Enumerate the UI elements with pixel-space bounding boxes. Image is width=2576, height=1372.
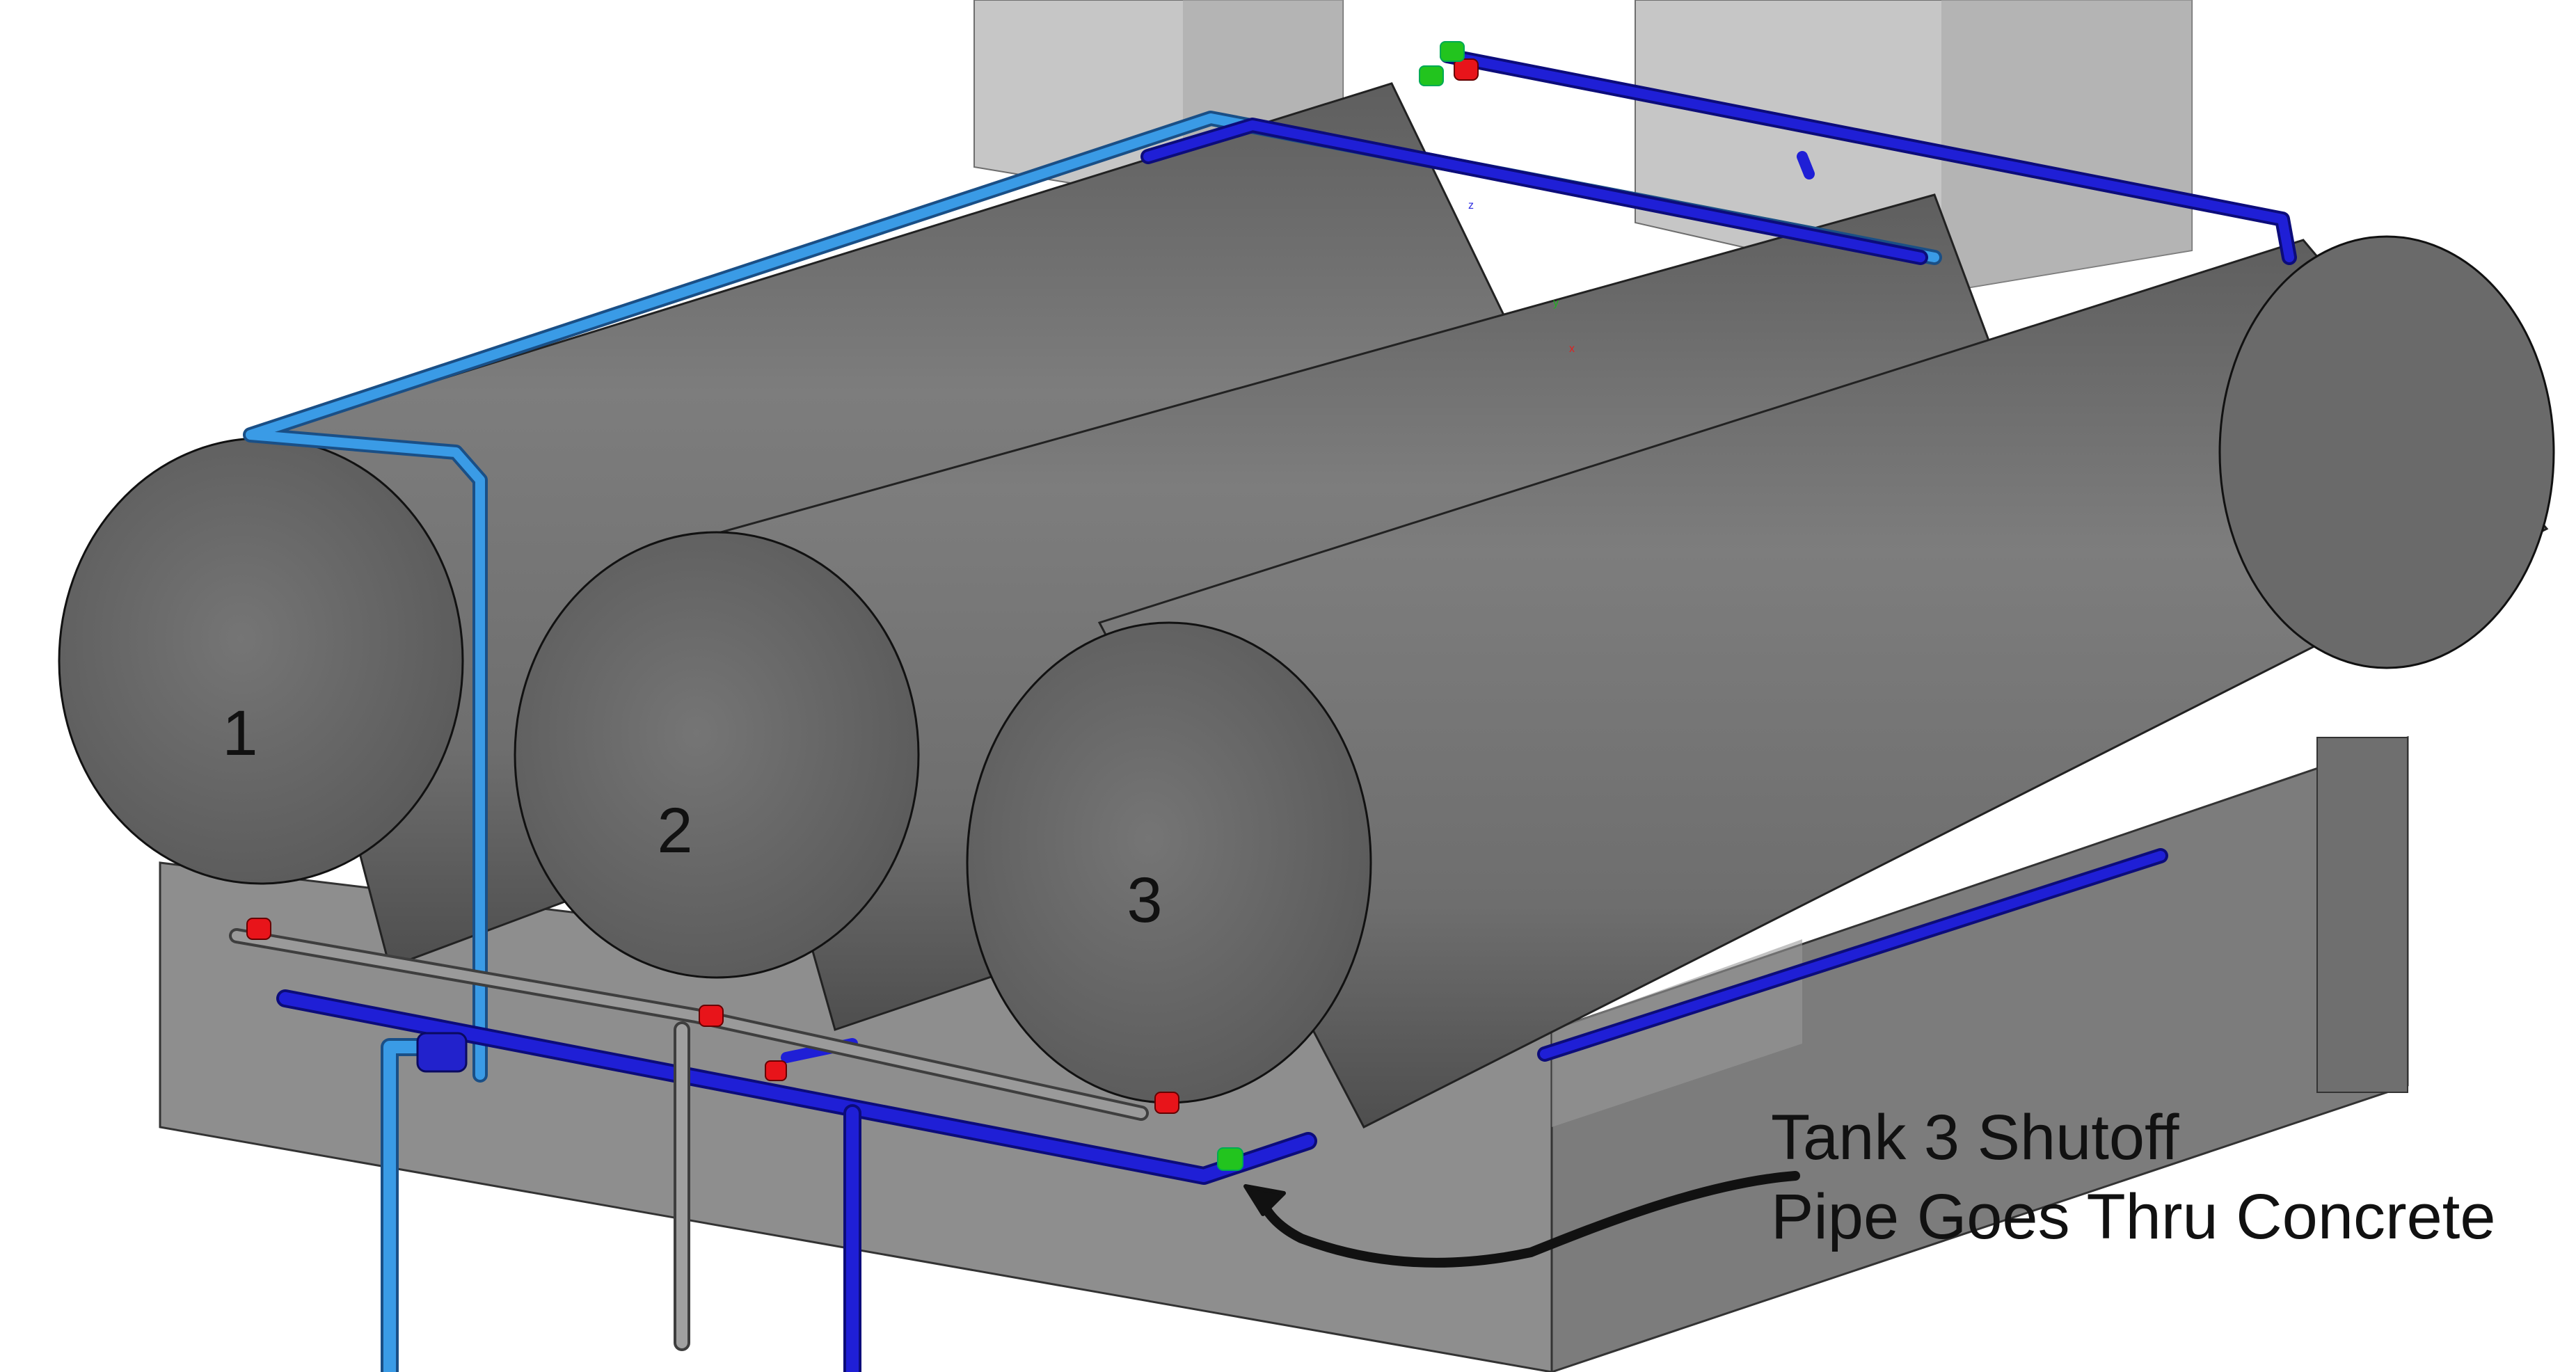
valve-green-tank-3-shutoff	[1217, 1147, 1243, 1171]
tank-3-label: 3	[1127, 865, 1162, 936]
tank-3: 3	[966, 235, 2555, 1129]
pipe-dark-blue-lower	[276, 848, 2168, 1372]
valve-green-top-2	[1419, 65, 1444, 86]
pipe-gray	[229, 928, 1149, 1351]
pipe-dark-blue-upper	[1140, 48, 2297, 265]
tank-2-label: 2	[657, 795, 692, 866]
axis-triad: z y x	[1468, 200, 1575, 355]
tank-2-end-cap	[514, 531, 920, 979]
tank-1-end-cap	[58, 437, 464, 885]
valve-red-tank-1	[246, 918, 271, 940]
valve-green-top-1	[1440, 41, 1465, 62]
axis-x-label: x	[1569, 343, 1575, 355]
annotation-arrow	[1243, 1171, 1800, 1268]
valve-red-tank-3	[1154, 1092, 1179, 1114]
valves	[246, 41, 1479, 1171]
annotation-line-2: Pipe Goes Thru Concrete	[1771, 1181, 2496, 1252]
valve-red-mid	[765, 1060, 787, 1081]
tank-3-end-cap	[966, 621, 1372, 1104]
strainer-fitting	[416, 1032, 468, 1073]
tank-1-label: 1	[222, 698, 257, 769]
axis-z-label: z	[1468, 200, 1474, 212]
annotation-line-1: Tank 3 Shutoff	[1771, 1102, 2179, 1173]
valve-red-top	[1454, 58, 1479, 81]
annotation-callout: Tank 3 Shutoff Pipe Goes Thru Concrete	[1771, 1102, 2496, 1252]
valve-red-tank-2	[699, 1005, 724, 1027]
axis-y-label: y	[1553, 297, 1559, 309]
